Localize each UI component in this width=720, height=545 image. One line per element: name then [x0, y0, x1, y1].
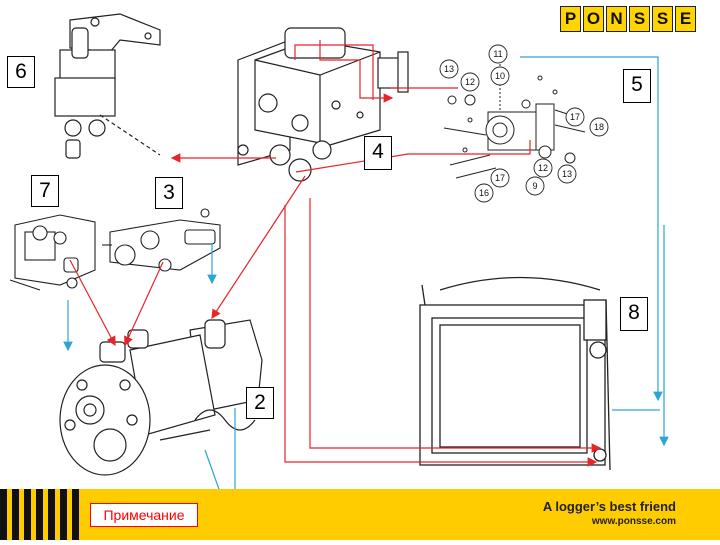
brand-letter: P: [560, 6, 581, 32]
brand-letter: E: [675, 6, 696, 32]
brand-letter: N: [606, 6, 627, 32]
component-2-main-pump: [59, 319, 263, 476]
callout-6: 6: [7, 56, 35, 88]
part-label-12: 12: [465, 77, 475, 87]
component-3-valve-assembly: [102, 208, 221, 272]
part-label-13b: 13: [562, 169, 572, 179]
part-bubbles: [439, 44, 609, 203]
blue-lines: [63, 56, 669, 493]
component-7-valve: [9, 214, 96, 291]
brand-letter: S: [629, 6, 650, 32]
brand-letter: O: [583, 6, 604, 32]
brand-letter: S: [652, 6, 673, 32]
part-label-12b: 12: [538, 163, 548, 173]
component-5-pump-exploded: [443, 60, 586, 179]
callout-8: 8: [620, 297, 648, 331]
website-link[interactable]: www.ponsse.com: [591, 516, 676, 527]
component-6-valve-block: [54, 13, 161, 159]
part-label-17b: 17: [495, 173, 505, 183]
part-label-16: 16: [479, 188, 489, 198]
red-lines: [69, 40, 602, 467]
part-label-9: 9: [532, 181, 537, 191]
component-8-cooler: [419, 276, 611, 471]
part-label-10: 10: [495, 71, 505, 81]
part-label-18: 18: [594, 122, 604, 132]
callout-5: 5: [623, 69, 651, 103]
callout-3: 3: [155, 177, 183, 209]
note-button[interactable]: Примечание: [90, 503, 198, 527]
callout-2: 2: [246, 387, 274, 419]
part-label-13: 13: [444, 64, 454, 74]
part-label-17: 17: [570, 112, 580, 122]
callout-7: 7: [31, 175, 59, 207]
component-4-valve-block: [237, 27, 409, 182]
part-label-11: 11: [493, 49, 502, 59]
tagline: A logger’s best friend: [542, 499, 676, 514]
footer-stripes: [0, 489, 80, 540]
callout-4: 4: [364, 136, 392, 170]
